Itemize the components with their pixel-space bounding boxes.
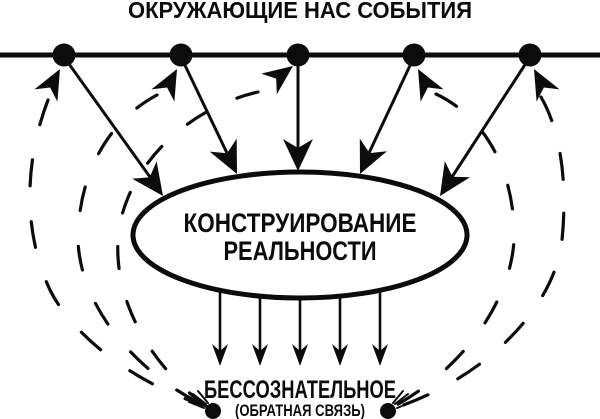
output-arrow-5 <box>372 291 388 366</box>
feedback-arc-left-1 <box>28 98 205 407</box>
influence-arrow-1 <box>62 55 163 196</box>
event-dot-2 <box>169 43 193 67</box>
feedback-arrowhead-5 <box>534 69 560 102</box>
feedback-arrowhead-2 <box>151 69 177 102</box>
feedback-arc-left-3 <box>116 90 260 411</box>
output-arrow-1 <box>212 291 228 366</box>
unconscious-label: БЕССОЗНАТЕЛЬНОЕ <box>204 376 396 404</box>
feedback-arrowhead-1 <box>34 69 60 102</box>
event-dot-3 <box>286 43 310 67</box>
reality-label-line1: КОНСТРУИРОВАНИЕ <box>184 208 417 238</box>
influence-arrows <box>62 55 532 196</box>
feedback-arcs-right <box>391 92 566 409</box>
feedback-arc-right-1 <box>391 92 516 409</box>
feedback-label: (ОБРАТНАЯ СВЯЗЬ) <box>235 401 365 419</box>
feedback-arrowhead-3 <box>261 66 293 95</box>
feedback-arc-left-2 <box>76 93 209 409</box>
output-arrow-4 <box>332 296 348 366</box>
feedback-arcs-left <box>28 90 260 411</box>
diagram-title: ОКРУЖАЮЩИЕ НАС СОБЫТИЯ <box>128 0 472 23</box>
reality-label-line2: РЕАЛЬНОСТИ <box>224 236 377 266</box>
output-arrow-2 <box>252 296 268 366</box>
output-arrow-3 <box>292 298 308 366</box>
event-dots <box>52 43 542 67</box>
influence-arrow-4 <box>359 55 416 174</box>
output-arrows <box>212 291 388 366</box>
event-dot-1 <box>52 43 76 67</box>
feedback-arrowheads <box>34 66 560 102</box>
influence-arrow-2 <box>179 55 237 174</box>
feedback-arc-right-2 <box>396 95 566 409</box>
feedback-arrowhead-4 <box>418 69 444 102</box>
influence-arrow-3 <box>283 55 313 171</box>
event-dot-4 <box>402 43 426 67</box>
event-dot-5 <box>518 43 542 67</box>
influence-arrow-5 <box>440 55 532 196</box>
